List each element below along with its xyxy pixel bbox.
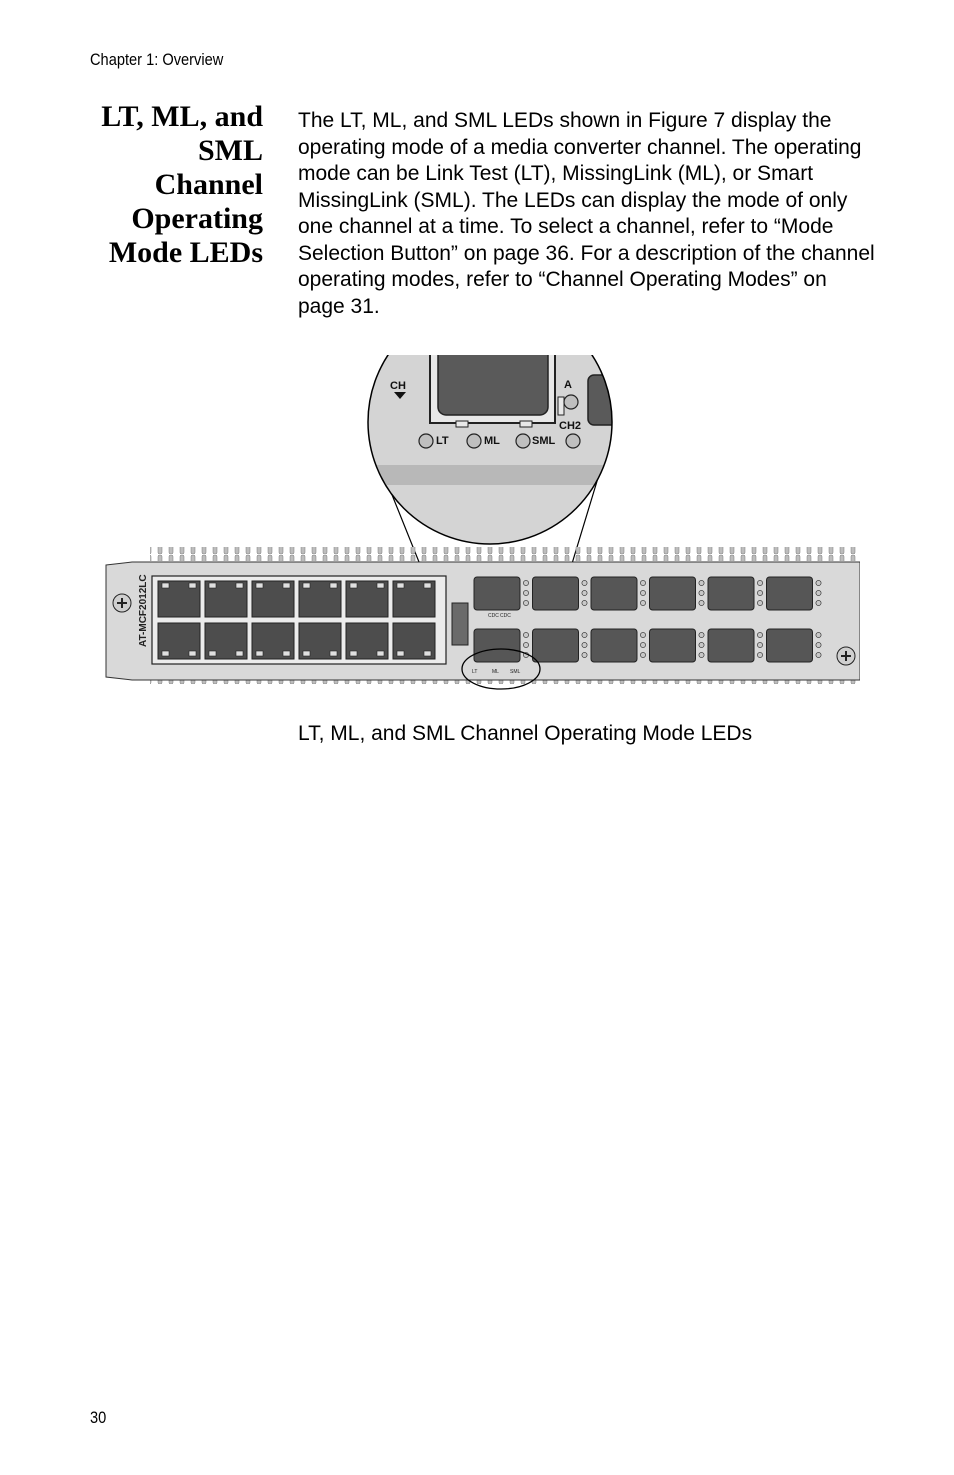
port-led-icon xyxy=(815,642,822,648)
port-led-icon xyxy=(757,642,763,648)
port-led-icon xyxy=(815,590,822,596)
port-led-icon xyxy=(757,632,763,638)
lt-led-icon xyxy=(418,433,434,449)
port-led-icon xyxy=(698,600,705,606)
port-led-icon xyxy=(581,642,588,648)
running-head: Chapter 1: Overview xyxy=(90,50,224,69)
heading-line: Mode LEDs xyxy=(108,236,263,269)
zoom-label-ch: CH xyxy=(390,380,406,392)
port-led-icon xyxy=(698,580,705,586)
port-led-icon xyxy=(815,632,822,638)
fiber-port-icon xyxy=(649,576,696,611)
port-led-icon xyxy=(757,590,763,596)
heading-line: Operating xyxy=(131,202,263,235)
port-led-icon xyxy=(581,652,588,658)
port-led-icon xyxy=(640,590,646,596)
zoom-magnifier xyxy=(368,355,612,544)
port-led-icon xyxy=(640,632,646,638)
zoom-label-ml: ML xyxy=(484,435,500,447)
zoom-label-ch2: CH2 xyxy=(559,420,581,432)
zoom-label-sml: SML xyxy=(532,435,556,447)
port-led-icon xyxy=(581,600,588,606)
fiber-port-icon xyxy=(590,628,638,663)
zoom-label-a: A xyxy=(564,379,572,391)
port-led-icon xyxy=(523,600,529,606)
fiber-port-icon xyxy=(707,576,755,611)
media-converter-chassis: AT-MCF2012LC CDC CDC LT ML SML xyxy=(105,547,860,690)
ml-led-icon xyxy=(466,433,482,449)
svg-text:CDC: CDC xyxy=(500,613,511,619)
fiber-port-icon xyxy=(532,628,579,663)
sml-led-icon xyxy=(515,433,531,449)
fiber-port-icon xyxy=(707,628,755,663)
svg-text:SML: SML xyxy=(510,669,521,675)
model-label: AT-MCF2012LC xyxy=(138,574,149,647)
port-led-icon xyxy=(698,652,705,658)
port-led-icon xyxy=(640,652,646,658)
fiber-port-icon xyxy=(473,628,521,663)
heading-line: SML xyxy=(197,134,263,167)
device-drawing: CH A CH2 LT ML SML AT-MCF2012LC xyxy=(105,355,860,690)
port-led-icon xyxy=(640,580,646,586)
port-led-icon xyxy=(523,642,529,648)
port-led-icon xyxy=(523,580,529,586)
port-led-icon xyxy=(640,642,646,648)
fiber-port-icon xyxy=(649,628,696,663)
fiber-port-icon xyxy=(766,576,813,611)
port-led-icon xyxy=(757,652,763,658)
svg-text:LT: LT xyxy=(472,669,477,675)
section-heading: LT, ML, and SML Channel Operating Mode L… xyxy=(60,100,263,270)
highlight-circle xyxy=(461,648,541,690)
zoom-circle-outline xyxy=(367,355,613,545)
fiber-port-icon xyxy=(532,576,579,611)
port-led-icon xyxy=(698,642,705,648)
port-led-icon xyxy=(815,600,822,606)
fiber-port-icon xyxy=(473,576,521,611)
port-led-icon xyxy=(757,600,763,606)
page-number: 30 xyxy=(90,1408,107,1427)
port-led-icon xyxy=(640,600,646,606)
port-led-icon xyxy=(523,632,529,638)
heading-line: LT, ML, and xyxy=(101,100,263,133)
port-led-icon xyxy=(581,590,588,596)
figure-device-illustration: CH A CH2 LT ML SML AT-MCF2012LC xyxy=(100,355,860,695)
port-led-icon xyxy=(523,590,529,596)
zoom-label-lt: LT xyxy=(436,435,449,447)
svg-text:CDC: CDC xyxy=(488,613,499,619)
port-led-icon xyxy=(815,580,822,586)
port-led-icon xyxy=(698,590,705,596)
port-led-icon xyxy=(581,580,588,586)
port-led-icon xyxy=(698,632,705,638)
heading-line: Channel xyxy=(154,168,263,201)
fiber-port-icon xyxy=(766,628,813,663)
port-led-icon xyxy=(815,652,822,658)
fiber-port-icon xyxy=(590,576,638,611)
figure-caption: LT, ML, and SML Channel Operating Mode L… xyxy=(298,722,753,745)
port-led-icon xyxy=(581,632,588,638)
svg-text:ML: ML xyxy=(492,669,499,675)
body-paragraph: The LT, ML, and SML LEDs shown in Figure… xyxy=(298,109,875,318)
ch2-led-icon xyxy=(565,433,581,449)
port-led-icon xyxy=(757,580,763,586)
